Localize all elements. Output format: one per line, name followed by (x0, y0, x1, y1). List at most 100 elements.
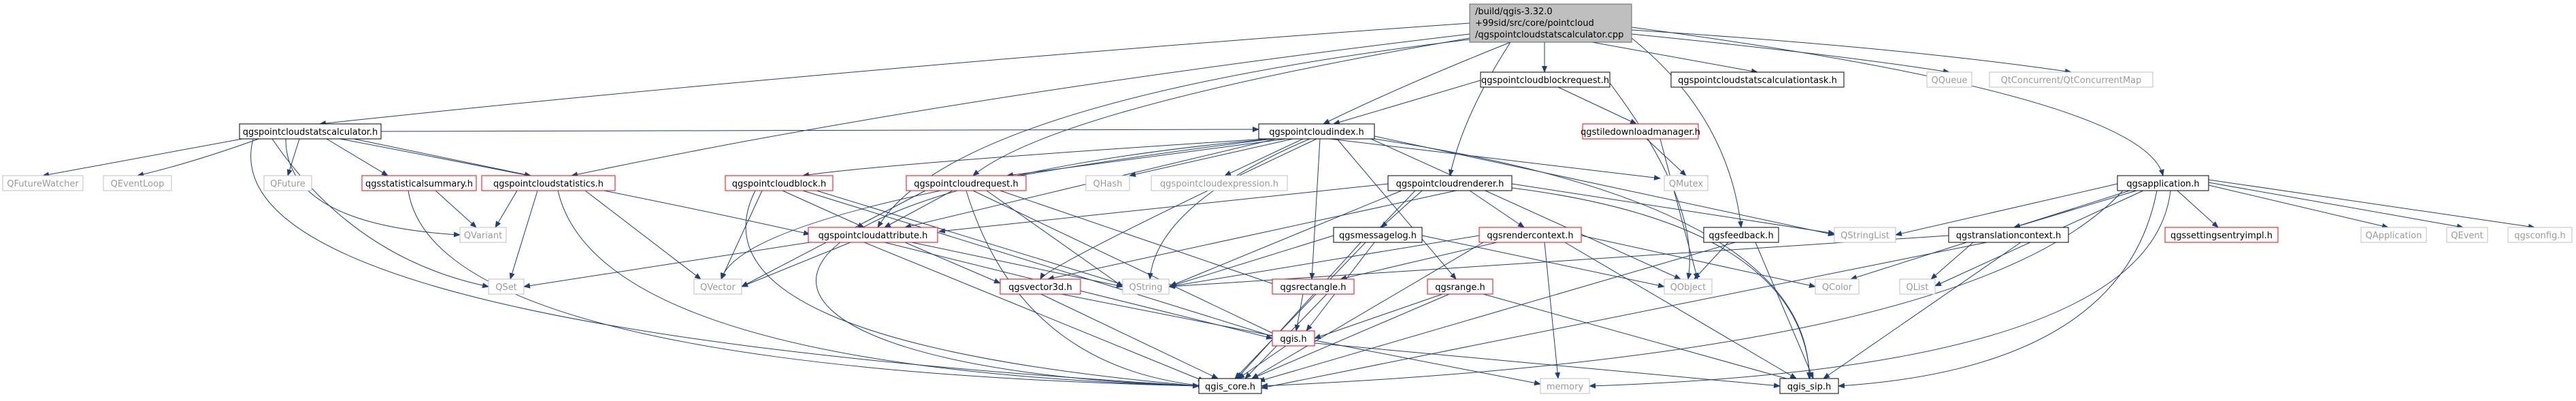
node-qgsconfig-h[interactable]: qgsconfig.h (2507, 227, 2573, 243)
node-qcolor[interactable]: QColor (1815, 278, 1860, 295)
dependency-edge (986, 190, 1123, 287)
node-qgis-core-h[interactable]: qgis_core.h (1198, 378, 1262, 394)
node-qgsvector3d-h[interactable]: qgsvector3d.h (1000, 278, 1081, 295)
dependency-edge (1631, 27, 2164, 176)
dependency-edge (271, 138, 489, 289)
dependency-edge (326, 138, 389, 176)
node-qvariant[interactable]: QVariant (459, 227, 507, 243)
node-qgspointcloudblockrequest-h[interactable]: qgspointcloudblockrequest.h (1480, 71, 1611, 88)
dependency-edge (1838, 190, 2158, 389)
node-qgstiledownloadmanager-h[interactable]: qgstiledownloadmanager.h (1581, 123, 1700, 140)
node-label: qgsrectangle.h (1280, 283, 1346, 293)
dependency-edge (1544, 242, 1561, 379)
node-label: QStringList (1840, 231, 1889, 241)
dependency-edge (1694, 242, 1729, 280)
node-label: qgspointcloudblock.h (732, 179, 827, 189)
dependency-edge (802, 138, 1266, 178)
dependency-edge (1238, 345, 1287, 379)
node-label: qgspointcloudindex.h (1269, 127, 1364, 138)
node-label: QColor (1822, 283, 1853, 293)
node-qobject[interactable]: QObject (1664, 278, 1713, 295)
node-qapplication[interactable]: QApplication (2360, 227, 2427, 243)
dependency-edge (1168, 235, 1949, 289)
node-label: qgsstatisticalsummary.h (365, 179, 473, 189)
node-label: qgspointcloudblockrequest.h (1481, 76, 1609, 86)
node-qgsrendercontext-h[interactable]: qgsrendercontext.h (1479, 227, 1582, 243)
dependency-edge (1374, 135, 1835, 237)
dependency-edge (1448, 42, 1511, 176)
dependency-edge (1040, 138, 1317, 280)
node-qgspointcloudblock-h[interactable]: qgspointcloudblock.h (725, 175, 833, 191)
node-qqueue[interactable]: QQueue (1926, 71, 1972, 88)
dependency-edge (884, 190, 953, 228)
node-label: QEventLoop (111, 179, 165, 189)
node-qhash[interactable]: QHash (1085, 175, 1130, 191)
node-label: qgis.h (1280, 334, 1306, 344)
dependency-edge (1564, 242, 1797, 379)
node-qgspointcloudrequest-h[interactable]: qgspointcloudrequest.h (906, 175, 1027, 191)
node-qgsrange-h[interactable]: qgsrange.h (1427, 278, 1493, 295)
node-qgspointcloudstatistics-h[interactable]: qgspointcloudstatistics.h (481, 175, 616, 191)
node-qgsmessagelog-h[interactable]: qgsmessagelog.h (1333, 227, 1423, 243)
dependency-edge (1314, 293, 1443, 339)
node-qstringlist[interactable]: QStringList (1834, 227, 1896, 243)
node-qgspointcloudstatscalculationtask-h[interactable]: qgspointcloudstatscalculationtask.h (1670, 71, 1845, 88)
node-qgspointcloudexpression-h[interactable]: qgspointcloudexpression.h (1151, 175, 1288, 191)
dependency-edge (904, 242, 1001, 284)
node-qgspointcloudattribute-h[interactable]: qgspointcloudattribute.h (808, 227, 938, 243)
node-label: qgis_sip.h (1787, 382, 1831, 392)
dependency-edge (1581, 235, 1816, 288)
dependency-edge (1168, 235, 1480, 289)
node-label: qgstiledownloadmanager.h (1581, 127, 1700, 138)
dependency-edge (1469, 190, 1525, 228)
root-file-line-1: /build/qgis-3.32.0 (1475, 7, 1553, 17)
node-qmutex[interactable]: QMutex (1664, 175, 1708, 191)
node-qset[interactable]: QSet (488, 278, 525, 295)
dependency-edge (495, 190, 518, 228)
node-qfuture[interactable]: QFuture (263, 175, 312, 191)
dependency-edge (319, 22, 1470, 127)
node-qgssettingsentryimpl-h[interactable]: qgssettingsentryimpl.h (2164, 227, 2279, 243)
dependency-edge (816, 190, 1130, 288)
node-memory[interactable]: memory (1540, 378, 1590, 394)
node-qlist[interactable]: QList (1899, 278, 1936, 295)
dependency-edge (802, 190, 1280, 340)
dependency-edge (1040, 293, 1219, 379)
node-qvector[interactable]: QVector (693, 278, 742, 295)
node-qgsapplication-h[interactable]: qgsapplication.h (2117, 175, 2209, 191)
dependency-edge (863, 242, 1205, 382)
dependency-edge (340, 138, 810, 236)
dependency-edge (380, 127, 1259, 133)
node-qgstranslationcontext-h[interactable]: qgstranslationcontext.h (1948, 227, 2069, 243)
node-label: qgis_core.h (1205, 382, 1255, 392)
node-qstring[interactable]: QString (1122, 278, 1170, 295)
node-qgsfeedback-h[interactable]: qgsfeedback.h (1703, 227, 1779, 243)
dependency-edge (1147, 138, 1310, 280)
node-label: QVector (700, 283, 736, 293)
dependency-edge (557, 190, 1200, 389)
node-qgspointcloudstatscalculator-h[interactable]: qgspointcloudstatscalculator.h (239, 123, 382, 140)
node-qgsrectangle-h[interactable]: qgsrectangle.h (1272, 278, 1355, 295)
dependency-edge (1340, 242, 1498, 280)
dependency-edge (720, 138, 1273, 280)
dependency-edge (972, 190, 1280, 337)
node-label: memory (1547, 382, 1584, 392)
node-label: QMutex (1669, 179, 1704, 189)
dependency-edge (435, 190, 477, 228)
node-qgspointcloudrenderer-h[interactable]: qgspointcloudrenderer.h (1387, 175, 1513, 191)
dependency-edge (1823, 242, 2021, 379)
node-qgis-sip-h[interactable]: qgis_sip.h (1779, 378, 1839, 394)
dependency-edge (1374, 138, 1813, 379)
dependency-edge (1000, 190, 1280, 287)
node-qtconcurrent-map[interactable]: QtConcurrent/QtConcurrentMap (1989, 71, 2153, 88)
node-label: qgsrange.h (1435, 283, 1485, 293)
node-qfuturewatcher[interactable]: QFutureWatcher (2, 175, 84, 191)
node-qgis-h[interactable]: qgis.h (1272, 330, 1315, 347)
node-qevent[interactable]: QEvent (2446, 227, 2488, 243)
dependency-edge (972, 37, 1470, 176)
node-qeventloop[interactable]: QEventLoop (103, 175, 172, 191)
node-qgspointcloudindex-h[interactable]: qgspointcloudindex.h (1258, 123, 1375, 140)
dependency-edge (911, 242, 1123, 289)
node-qgsstatisticalsummary-h[interactable]: qgsstatisticalsummary.h (361, 175, 477, 191)
